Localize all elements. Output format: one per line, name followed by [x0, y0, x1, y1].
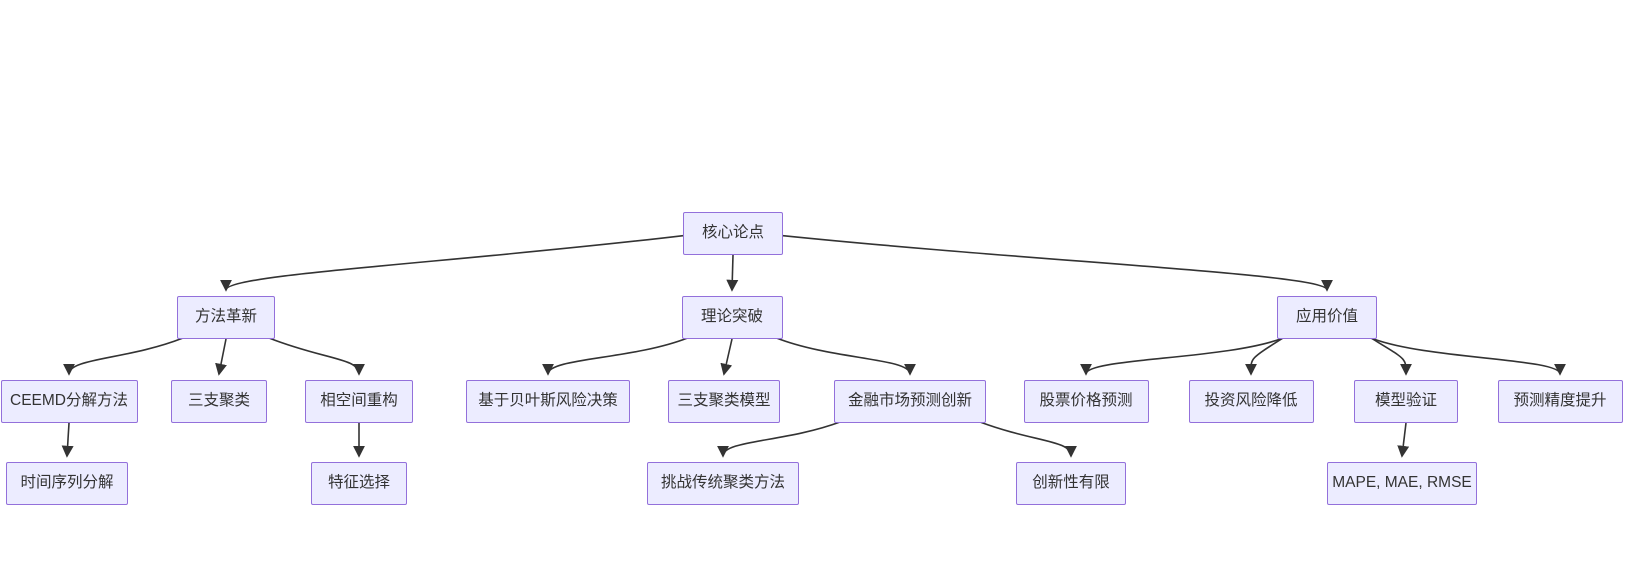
edge-application-value--stock-price-prediction: [1080, 337, 1284, 376]
node-method-innovation: 方法革新: [177, 296, 275, 339]
edge-financial-market-innovation--limited-innovation: [979, 421, 1077, 458]
edge-core-thesis--method-innovation: [220, 234, 684, 292]
node-bayes-risk-decision: 基于贝叶斯风险决策: [466, 380, 630, 423]
node-time-series-decomposition: 时间序列分解: [6, 462, 128, 505]
node-financial-market-innovation: 金融市场预测创新: [834, 380, 986, 423]
node-challenge-traditional-clustering: 挑战传统聚类方法: [647, 462, 799, 505]
edge-core-thesis--theory-breakthrough: [726, 254, 739, 292]
edge-application-value--investment-risk-reduction: [1244, 337, 1284, 376]
edge-financial-market-innovation--challenge-traditional-clustering: [717, 421, 841, 458]
node-feature-selection: 特征选择: [311, 462, 407, 505]
node-three-way-clustering: 三支聚类: [171, 380, 267, 423]
edge-core-thesis--application-value: [782, 234, 1333, 292]
edge-method-innovation--three-way-clustering: [215, 338, 227, 376]
node-stock-price-prediction: 股票价格预测: [1023, 380, 1149, 423]
node-theory-breakthrough: 理论突破: [681, 296, 783, 339]
edge-method-innovation--phase-space-reconstruction: [268, 337, 365, 376]
node-limited-innovation: 创新性有限: [1016, 462, 1126, 505]
edge-theory-breakthrough--bayes-risk-decision: [542, 337, 688, 376]
edge-theory-breakthrough--financial-market-innovation: [776, 337, 916, 376]
edge-application-value--prediction-accuracy-improvement: [1370, 337, 1566, 376]
node-phase-space-reconstruction: 相空间重构: [305, 380, 413, 423]
node-model-validation: 模型验证: [1354, 380, 1458, 423]
node-investment-risk-reduction: 投资风险降低: [1188, 380, 1314, 423]
node-core-thesis: 核心论点: [683, 212, 783, 255]
node-ceemd-method: CEEMD分解方法: [0, 380, 138, 423]
edge-theory-breakthrough--three-way-clustering-model: [720, 338, 733, 376]
node-three-way-clustering-model: 三支聚类模型: [668, 380, 780, 423]
edge-method-innovation--ceemd-method: [63, 337, 184, 376]
node-evaluation-metrics: MAPE, MAE, RMSE: [1327, 462, 1477, 505]
edge-application-value--model-validation: [1370, 337, 1413, 376]
edge-model-validation--evaluation-metrics: [1397, 422, 1410, 458]
node-application-value: 应用价值: [1277, 296, 1377, 339]
edge-ceemd-method--time-series-decomposition: [61, 422, 74, 458]
node-prediction-accuracy-improvement: 预测精度提升: [1497, 380, 1623, 423]
